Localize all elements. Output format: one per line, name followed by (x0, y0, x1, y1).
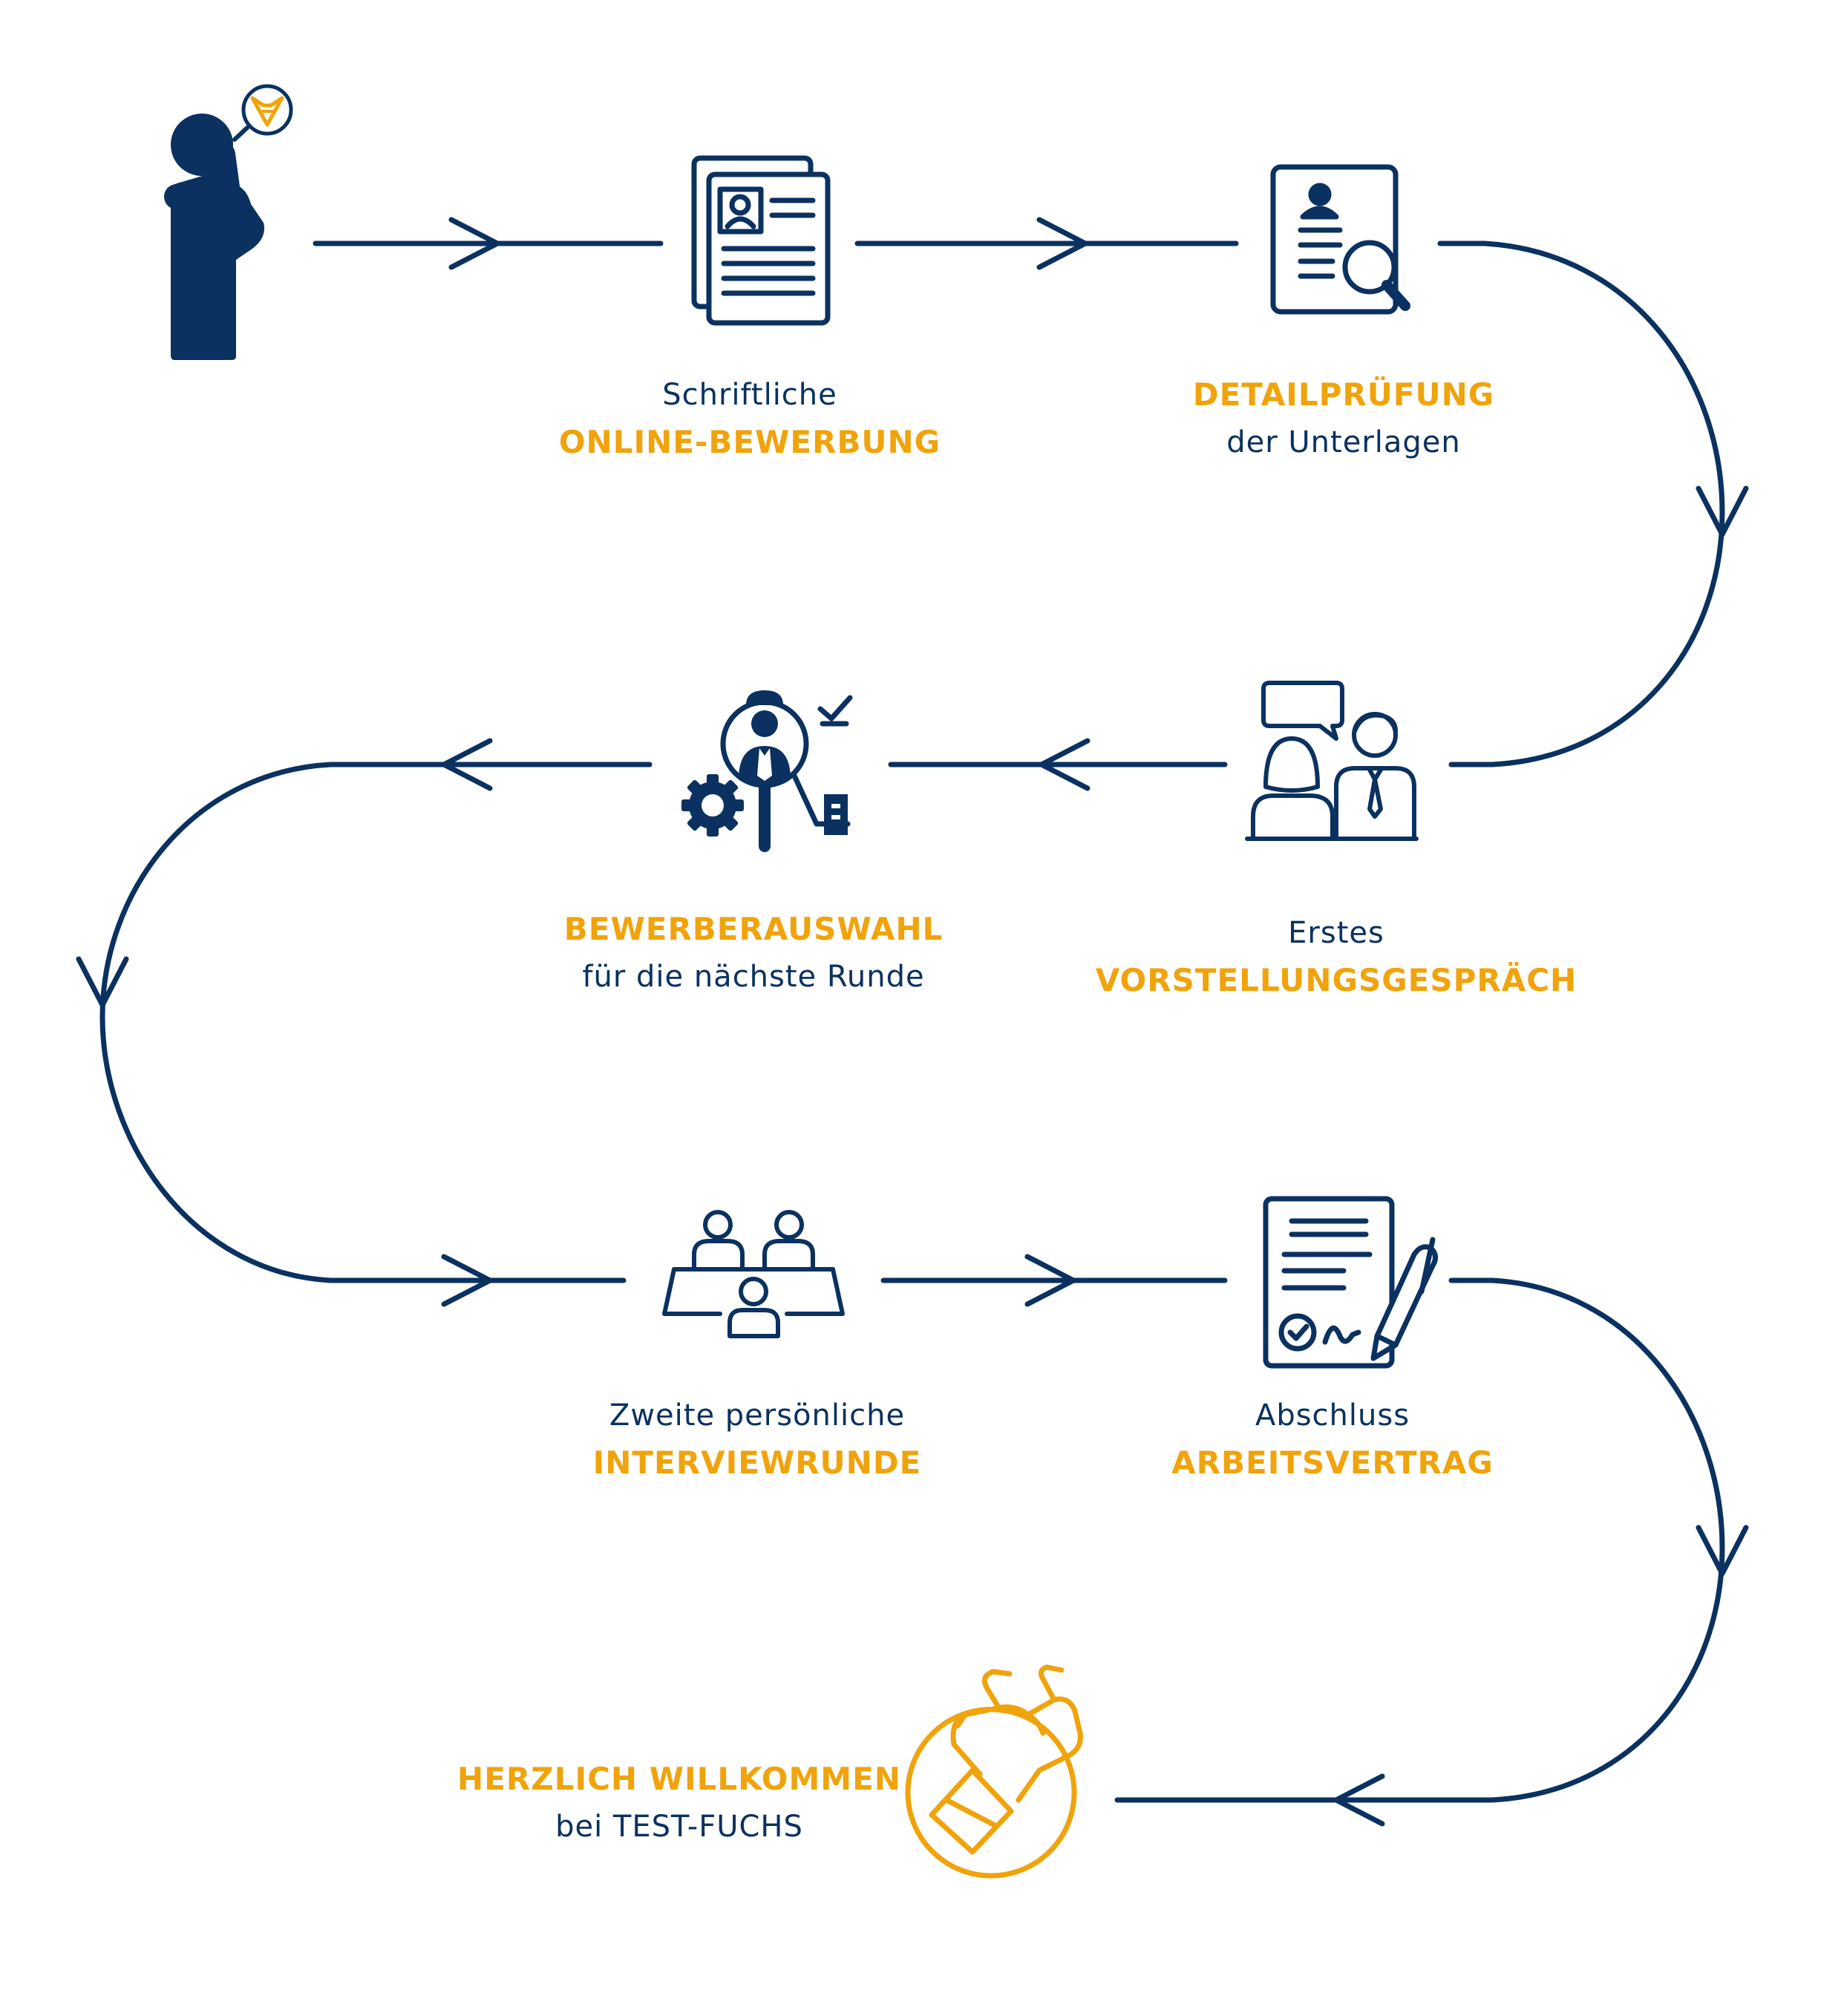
arrowhead-left-2 (441, 738, 493, 791)
step-label-arbeitsvertrag: Abschluss ARBEITSVERTRAG (998, 1392, 1667, 1487)
arrowhead-right-2 (1036, 217, 1088, 270)
document-magnifier-icon (1270, 164, 1410, 315)
handshake-icon (905, 1664, 1083, 1879)
step-label-line2: bei TEST-FUCHS (555, 1810, 803, 1844)
step-label-interviewrunde: Zweite persönliche INTERVIEWRUNDE (423, 1392, 1091, 1487)
connectors (76, 217, 1749, 1827)
step-label-line2-highlight: ONLINE-BEWERBUNG (558, 424, 941, 460)
step-label-line1: Zweite persönliche (609, 1398, 906, 1433)
curve-left (99, 762, 333, 1283)
arrowhead-right-1 (448, 217, 500, 270)
step-label-online-bewerbung: Schriftliche ONLINE-BEWERBUNG (416, 371, 1084, 466)
application-document-icon (691, 155, 831, 326)
step-label-line2: der Unterlagen (1226, 425, 1461, 459)
meeting-table-icon (662, 1210, 845, 1338)
step-label-line2: für die nächste Runde (582, 960, 925, 994)
step-label-line2-highlight: INTERVIEWRUNDE (592, 1444, 922, 1481)
arrowhead-right-4 (1024, 1254, 1076, 1307)
arrowhead-down-2 (76, 956, 129, 1008)
step-label-bewerberauswahl: BEWERBERAUSWAHL für die nächste Runde (419, 906, 1088, 1001)
step-label-line1-highlight: DETAILPRÜFUNG (1192, 376, 1495, 413)
step-label-vorstellungsgespraech: Erstes VORSTELLUNGSGESPRÄCH (1002, 909, 1670, 1004)
step-label-line2-highlight: VORSTELLUNGSGESPRÄCH (1095, 962, 1577, 998)
arrowhead-left-3 (1333, 1773, 1385, 1827)
step-label-line1: Abschluss (1255, 1398, 1410, 1433)
arrowhead-right-3 (441, 1254, 493, 1307)
signed-contract-icon (1263, 1196, 1438, 1369)
curve-right-1 (1437, 240, 1725, 768)
step-label-line1-highlight: BEWERBERAUSWAHL (563, 911, 944, 947)
arrowhead-down-3 (1696, 1525, 1749, 1577)
step-label-detailpruefung: DETAILPRÜFUNG der Unterlagen (1010, 371, 1678, 466)
arrowhead-down-1 (1696, 485, 1749, 537)
candidate-search-gear-icon (681, 690, 853, 852)
step-label-line2-highlight: ARBEITSVERTRAG (1171, 1444, 1494, 1481)
step-label-line1-highlight: HERZLICH WILLKOMMEN (457, 1761, 901, 1797)
arrowhead-left-1 (1039, 738, 1090, 791)
step-label-line1: Erstes (1288, 916, 1384, 950)
fox-logo-icon (241, 84, 293, 136)
step-label-willkommen: HERZLICH WILLKOMMEN bei TEST-FUCHS (345, 1755, 1013, 1850)
interview-people-icon (1245, 681, 1419, 841)
step-label-line1: Schriftliche (662, 378, 837, 412)
thinking-person-icon (164, 84, 293, 360)
curve-right-2 (1114, 1277, 1725, 1803)
